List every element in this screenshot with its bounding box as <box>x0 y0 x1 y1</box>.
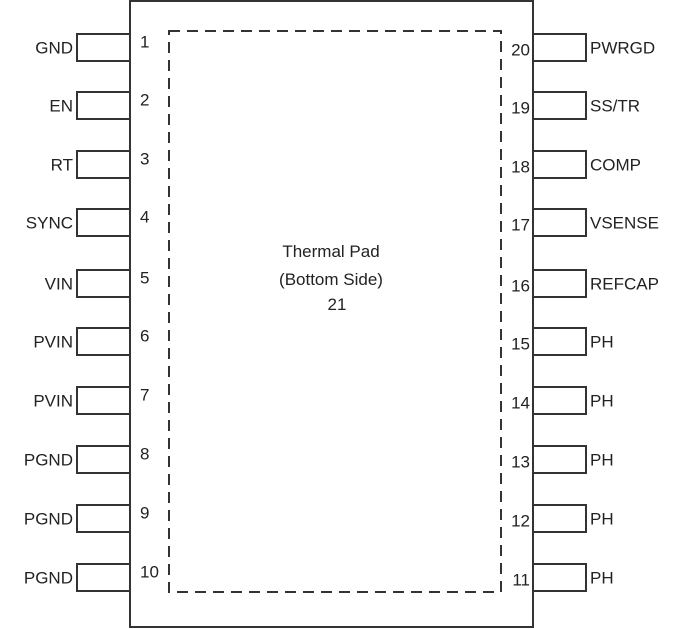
thermal-pad-number: 21 <box>328 295 347 314</box>
pin-number: 15 <box>511 335 530 354</box>
pin-number: 3 <box>140 150 149 169</box>
pin-lead <box>532 386 587 415</box>
pin-lead <box>532 91 587 120</box>
pin-lead <box>76 208 131 237</box>
pin-name: PWRGD <box>590 39 655 58</box>
pin-name: SYNC <box>26 214 73 233</box>
thermal-pad-outline <box>168 30 502 593</box>
pin-lead <box>76 327 131 356</box>
pin-number: 18 <box>511 158 530 177</box>
pin-number: 17 <box>511 216 530 235</box>
pin-number: 13 <box>511 453 530 472</box>
left-pin-6: PVIN 6 <box>33 327 149 356</box>
pin-name: PGND <box>24 510 73 529</box>
pin-number: 9 <box>140 504 149 523</box>
pin-lead <box>532 504 587 533</box>
pin-lead <box>532 445 587 474</box>
pin-number: 10 <box>140 563 159 582</box>
right-pin-18: COMP 18 <box>511 150 641 179</box>
left-pin-2: EN 2 <box>49 91 149 120</box>
pin-lead <box>532 563 587 592</box>
pin-lead <box>532 33 587 62</box>
right-pin-11: PH 11 <box>512 563 614 592</box>
thermal-pad-subtitle: (Bottom Side) <box>279 270 383 289</box>
pin-lead <box>532 269 587 298</box>
pin-number: 8 <box>140 445 149 464</box>
pin-name: PGND <box>24 451 73 470</box>
pin-name: EN <box>49 97 73 116</box>
right-pin-19: SS/TR 19 <box>511 91 640 120</box>
pin-lead <box>76 150 131 179</box>
pin-number: 12 <box>511 512 530 531</box>
pin-number: 11 <box>512 571 530 590</box>
pin-lead <box>76 33 131 62</box>
pin-name: RT <box>51 156 73 175</box>
pin-number: 14 <box>511 394 530 413</box>
right-pin-12: PH 12 <box>511 504 614 533</box>
thermal-pad-title: Thermal Pad <box>282 242 379 261</box>
right-pin-14: PH 14 <box>511 386 614 415</box>
pin-number: 4 <box>140 208 149 227</box>
right-pin-16: REFCAP 16 <box>511 269 659 298</box>
pin-name: VSENSE <box>590 214 659 233</box>
pin-name: PH <box>590 392 614 411</box>
left-pin-8: PGND 8 <box>24 445 149 474</box>
pin-lead <box>76 386 131 415</box>
pin-lead <box>532 208 587 237</box>
pin-lead <box>76 563 131 592</box>
pin-name: PGND <box>24 569 73 588</box>
package-body <box>129 0 534 628</box>
pin-name: PVIN <box>33 392 73 411</box>
right-pin-20: PWRGD 20 <box>511 33 655 62</box>
left-pin-1: GND 1 <box>35 33 149 62</box>
left-pin-4: SYNC 4 <box>26 208 149 237</box>
pin-number: 5 <box>140 269 149 288</box>
pin-name: PVIN <box>33 333 73 352</box>
pin-number: 16 <box>511 277 530 296</box>
pin-number: 7 <box>140 386 149 405</box>
left-pin-9: PGND 9 <box>24 504 149 533</box>
left-pin-5: VIN 5 <box>45 269 149 298</box>
pin-lead <box>76 445 131 474</box>
pin-name: VIN <box>45 275 73 294</box>
pin-number: 1 <box>140 33 149 52</box>
pin-number: 2 <box>140 91 149 110</box>
pin-number: 19 <box>511 99 530 118</box>
pin-number: 6 <box>140 327 149 346</box>
pin-name: PH <box>590 333 614 352</box>
right-pin-13: PH 13 <box>511 445 614 474</box>
left-pin-10: PGND 10 <box>24 563 159 592</box>
left-pin-3: RT 3 <box>51 150 149 179</box>
pin-name: PH <box>590 451 614 470</box>
pin-name: COMP <box>590 156 641 175</box>
pin-lead <box>76 269 131 298</box>
right-pin-17: VSENSE 17 <box>511 208 659 237</box>
pin-lead <box>532 327 587 356</box>
pin-name: PH <box>590 569 614 588</box>
pin-name: PH <box>590 510 614 529</box>
pin-name: REFCAP <box>590 275 659 294</box>
pin-lead <box>76 91 131 120</box>
left-pin-7: PVIN 7 <box>33 386 149 415</box>
pin-name: GND <box>35 39 73 58</box>
pin-number: 20 <box>511 41 530 60</box>
pin-lead <box>76 504 131 533</box>
pin-lead <box>532 150 587 179</box>
right-pin-15: PH 15 <box>511 327 614 356</box>
pin-name: SS/TR <box>590 97 640 116</box>
